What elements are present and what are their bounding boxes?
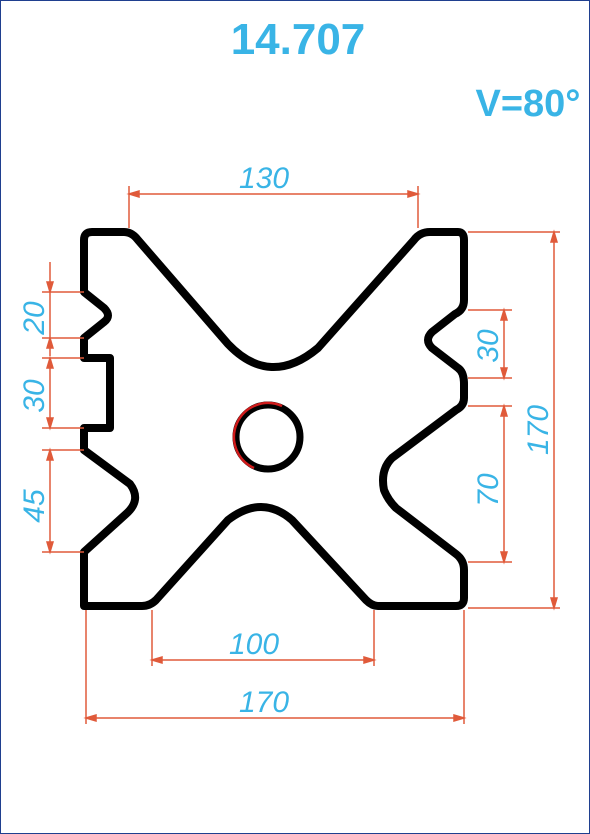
center-hole: [232, 401, 304, 473]
dim-top-130: 130: [239, 162, 289, 195]
dim-left-30: 30: [18, 379, 51, 413]
dim-bottom-100: 100: [229, 628, 279, 661]
die-profile-outline: [80, 228, 468, 610]
dim-left-20: 20: [18, 301, 51, 336]
part-number: 14.707: [231, 15, 366, 64]
dimension-lines: [42, 186, 560, 724]
dim-bottom-170: 170: [239, 686, 289, 719]
dim-right-70: 70: [472, 473, 505, 507]
dim-left-45: 45: [18, 489, 51, 523]
angle-label: V=80°: [475, 83, 580, 125]
dim-right-170: 170: [522, 405, 555, 455]
dim-right-30: 30: [472, 329, 505, 363]
center-hole-accent: [232, 401, 283, 470]
